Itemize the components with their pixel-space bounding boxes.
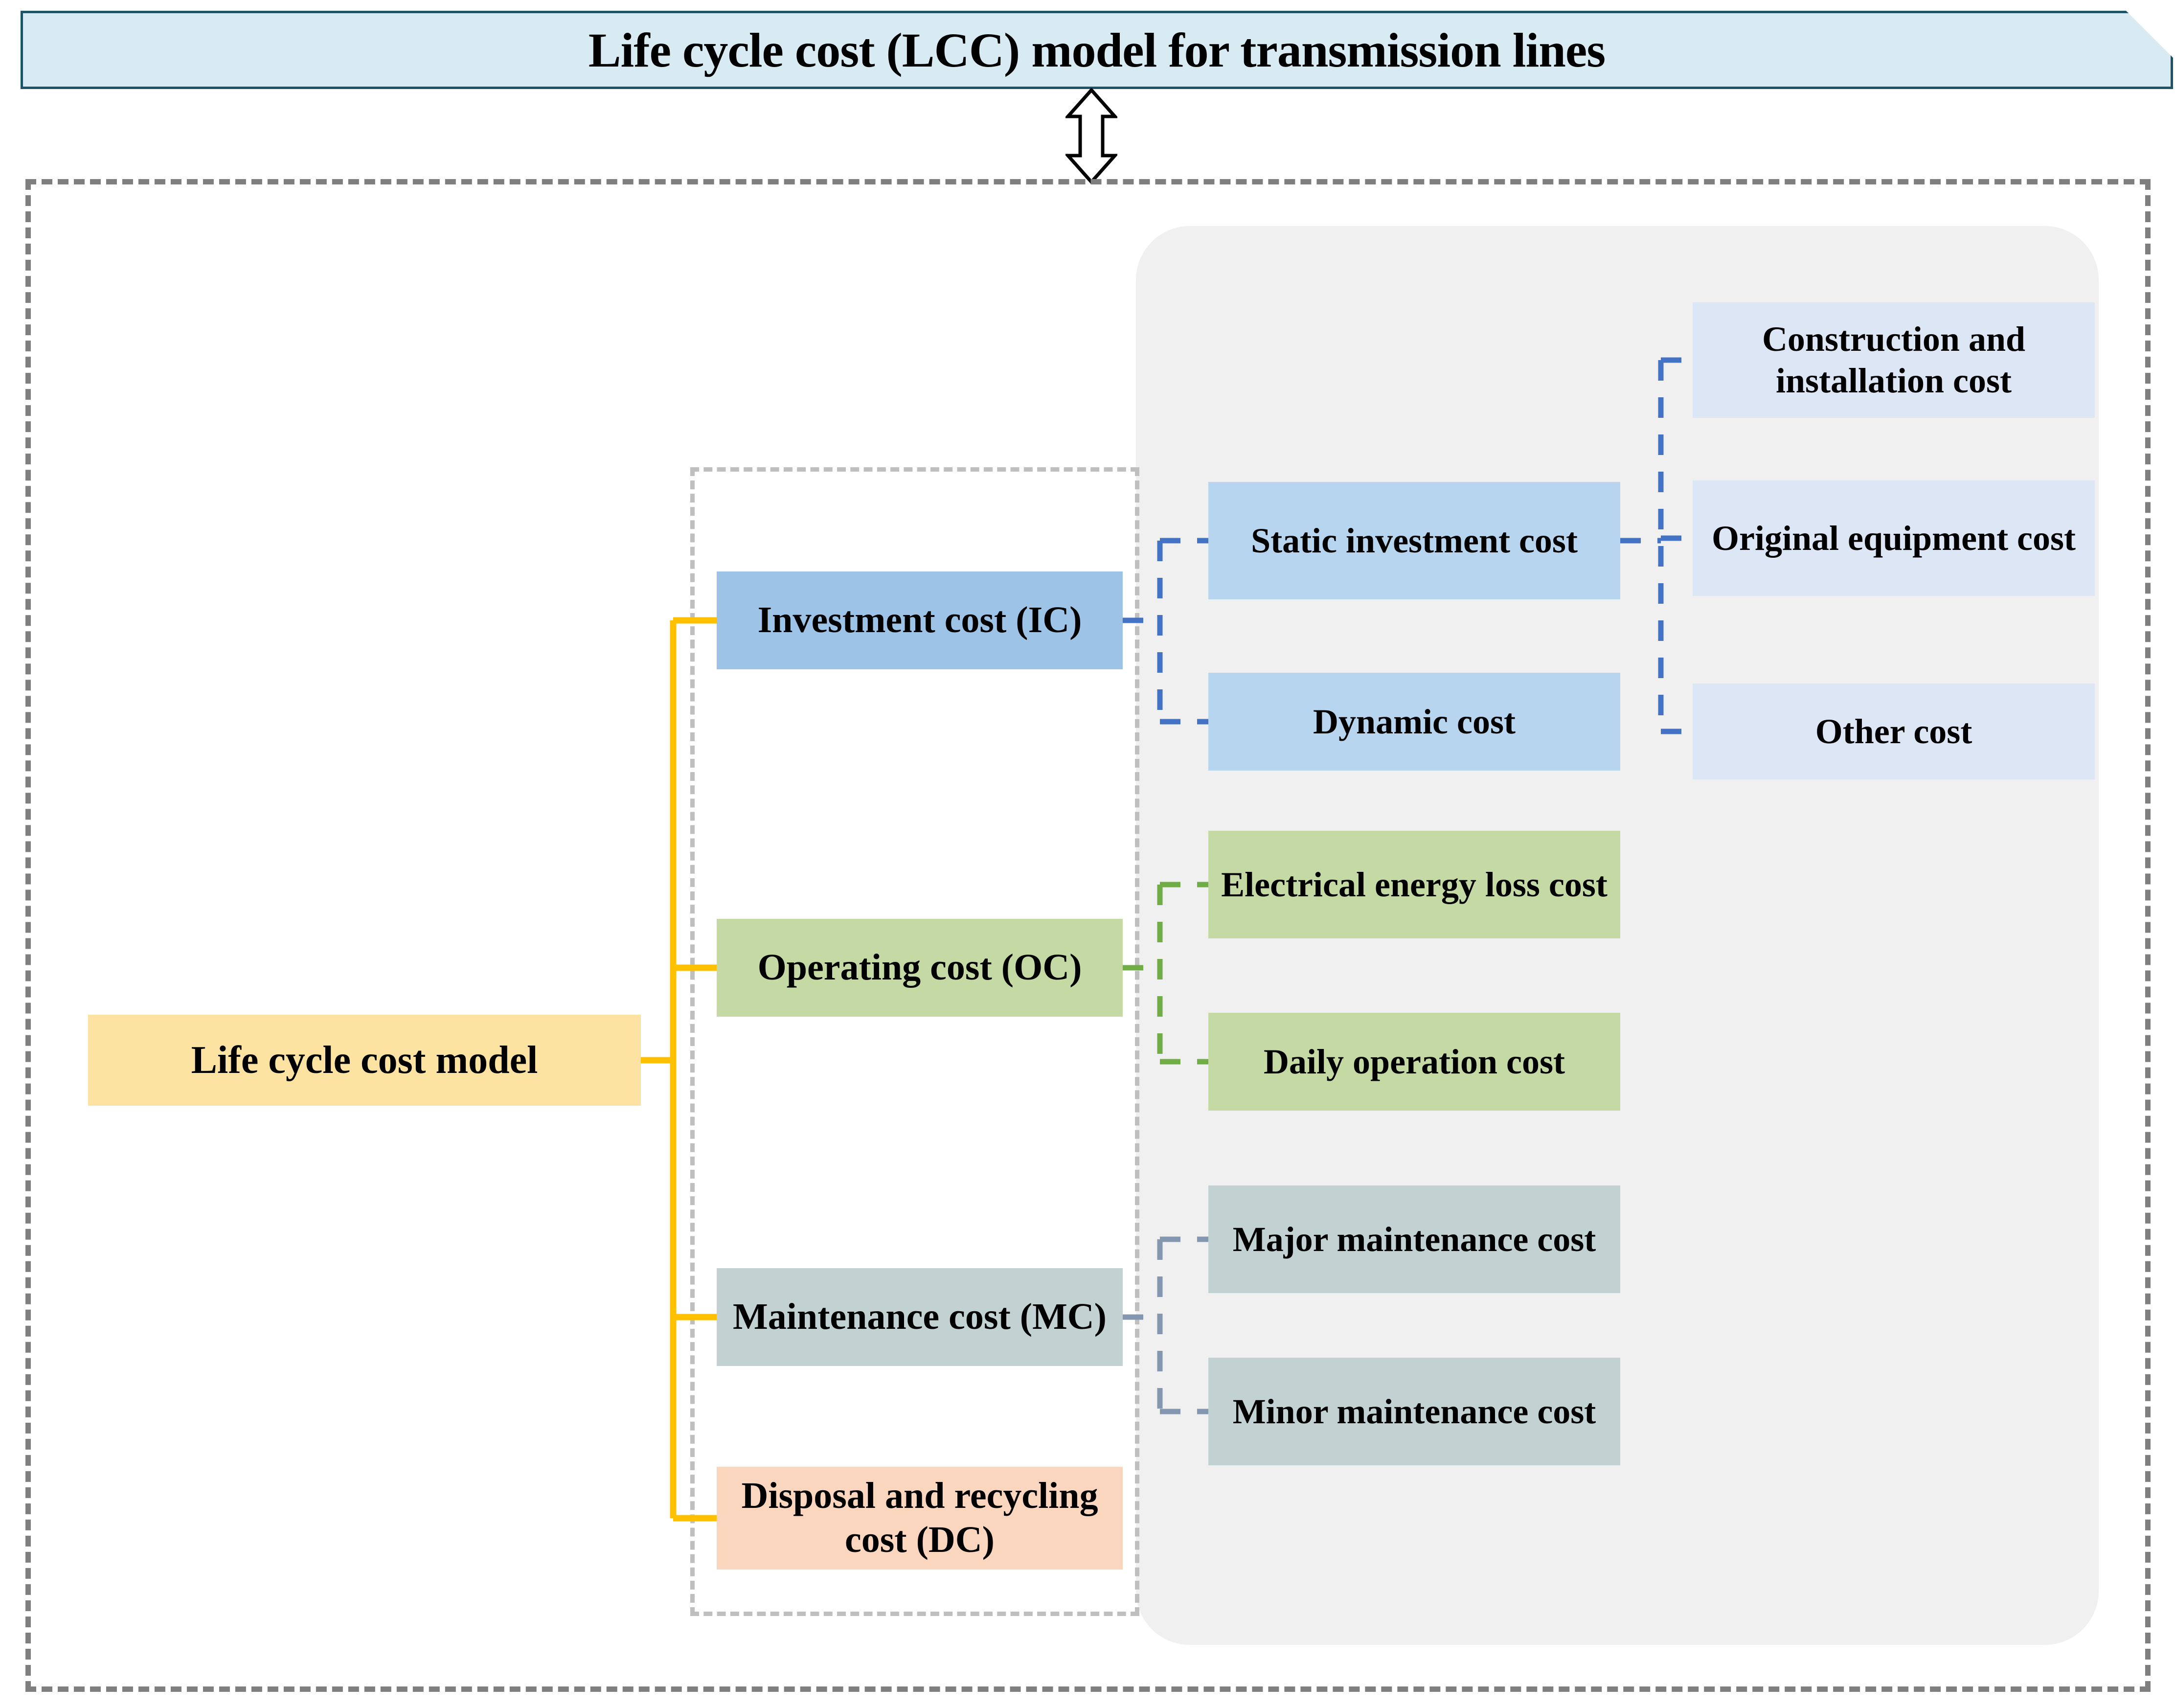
node-label: Electrical energy loss cost	[1221, 865, 1608, 904]
node-construction-and-installation-cost[interactable]: Construction and installation cost	[1693, 302, 2095, 418]
node-other-cost[interactable]: Other cost	[1693, 683, 2095, 779]
node-label: Maintenance cost (MC)	[732, 1296, 1107, 1338]
node-static-investment-cost[interactable]: Static investment cost	[1208, 482, 1620, 599]
node-label: Static investment cost	[1251, 521, 1578, 560]
node-label: Major maintenance cost	[1232, 1219, 1596, 1259]
node-daily-operation-cost[interactable]: Daily operation cost	[1208, 1013, 1620, 1111]
node-label: Original equipment cost	[1711, 518, 2076, 558]
node-label: Other cost	[1815, 711, 1972, 751]
node-electrical-energy-loss-cost[interactable]: Electrical energy loss cost	[1208, 831, 1620, 938]
node-major-maintenance-cost[interactable]: Major maintenance cost	[1208, 1185, 1620, 1293]
node-label: Daily operation cost	[1264, 1042, 1565, 1081]
node-life-cycle-cost-model[interactable]: Life cycle cost model	[88, 1015, 641, 1106]
node-maintenance-cost[interactable]: Maintenance cost (MC)	[717, 1268, 1123, 1366]
page-title: Life cycle cost (LCC) model for transmis…	[588, 23, 1606, 77]
outer-dashed-boundary	[25, 179, 2151, 1692]
node-disposal-and-recycling-cost[interactable]: Disposal and recycling cost (DC)	[717, 1467, 1123, 1570]
double-headed-vertical-arrow-icon	[1065, 88, 1117, 184]
node-label: Dynamic cost	[1313, 702, 1516, 741]
node-label: Life cycle cost model	[191, 1038, 538, 1082]
node-operating-cost[interactable]: Operating cost (OC)	[717, 919, 1123, 1017]
node-dynamic-cost[interactable]: Dynamic cost	[1208, 673, 1620, 771]
node-label: Disposal and recycling cost (DC)	[741, 1475, 1098, 1560]
cost-category-column-boundary	[690, 467, 1139, 1616]
node-original-equipment-cost[interactable]: Original equipment cost	[1693, 480, 2095, 596]
node-minor-maintenance-cost[interactable]: Minor maintenance cost	[1208, 1358, 1620, 1465]
node-label: Investment cost (IC)	[757, 599, 1082, 641]
header-banner: Life cycle cost (LCC) model for transmis…	[21, 11, 2173, 89]
node-investment-cost[interactable]: Investment cost (IC)	[717, 571, 1123, 669]
node-label: Minor maintenance cost	[1232, 1391, 1596, 1431]
node-label: Operating cost (OC)	[757, 947, 1082, 988]
node-label: Construction and installation cost	[1762, 319, 2026, 400]
